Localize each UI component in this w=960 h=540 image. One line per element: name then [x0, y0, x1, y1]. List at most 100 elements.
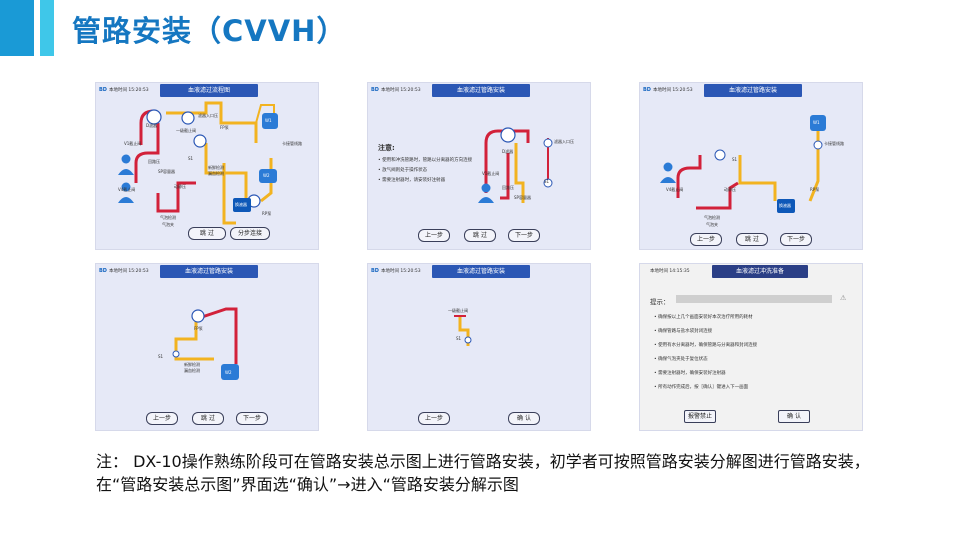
label-v4-valve: V4截止阀 — [118, 187, 136, 192]
prompt-bar — [676, 295, 832, 303]
panel-title: 血液滤过管路安装 — [704, 84, 802, 97]
label-filter-inlet: 滤器入口压 — [198, 113, 218, 118]
label-return-pressure: 回路压 — [502, 185, 514, 190]
app-logo: BD — [371, 268, 379, 274]
checklist-item: • 确保气泡夹处于复位状态 — [654, 357, 708, 362]
tubing-diagram — [454, 315, 472, 346]
skip-button[interactable]: 跳 过 — [192, 412, 224, 425]
label-fp-pump: FP泵 — [194, 326, 203, 331]
title-accent-bar-light — [40, 0, 54, 56]
screenshot-install-confirm: BD 本地时间 15:20:53 血液滤过管路安装 一级截止阀 S1 上一步 确… — [367, 263, 591, 431]
screenshot-flowchart: BD 本地时间 15:20:53 血液滤过流程图 D滤器 V1截止阀 回路压 一… — [95, 82, 319, 250]
label-s1: S1 — [188, 156, 194, 161]
label-filter-inlet: 滤器入口压 — [554, 139, 574, 144]
label-exchanger: 换液器 — [235, 202, 247, 207]
label-card-line: 卡接管线路 — [824, 141, 844, 146]
label-bubble-detect: 气泡检测 — [704, 215, 720, 220]
label-primary-valve: 一级截止阀 — [176, 128, 196, 133]
label-bubble-clamp: 气泡夹 — [162, 222, 174, 227]
local-time: 本地时间 14:15:35 — [650, 269, 690, 274]
note-item: • 使用和冲洗管路时，管路以分离器的方向连接 — [378, 158, 473, 163]
skip-button[interactable]: 跳 过 — [464, 229, 496, 242]
confirm-button[interactable]: 确 认 — [508, 412, 540, 425]
app-logo: BD — [371, 87, 379, 93]
label-dialyzer: D滤器 — [502, 149, 514, 154]
label-v1-valve: V1截止阀 — [124, 141, 142, 146]
panel-header: BD 本地时间 15:20:53 血液滤过流程图 — [96, 83, 318, 99]
prev-step-button[interactable]: 上一步 — [146, 412, 178, 425]
tubing-diagram — [478, 127, 553, 203]
app-logo: BD — [99, 87, 107, 93]
label-card-line: 卡接管线路 — [282, 141, 302, 146]
label-s1: S1 — [544, 179, 550, 184]
prev-step-button[interactable]: 上一步 — [690, 233, 722, 246]
confirm-button[interactable]: 确 认 — [778, 410, 810, 423]
label-w1: W1 — [265, 118, 272, 123]
app-logo: BD — [643, 87, 651, 93]
next-step-button[interactable]: 下一步 — [236, 412, 268, 425]
tubing-diagram — [172, 307, 239, 380]
next-step-button[interactable]: 下一步 — [780, 233, 812, 246]
label-primary-valve: 一级截止阀 — [448, 308, 468, 313]
prev-step-button[interactable]: 上一步 — [418, 412, 450, 425]
label-fresh-detect: 新鲜检测 — [184, 362, 200, 367]
label-sp-container: SP容量器 — [514, 195, 531, 200]
panel-title: 血液滤过管路安装 — [432, 84, 530, 97]
screenshot-rinse-prep: 本地时间 14:15:35 血液滤过冲洗准备 提示： ⚠ • 确保按以上几个画面… — [639, 263, 863, 431]
label-rp-pump: RP泵 — [262, 211, 272, 216]
panel-title: 血液滤过管路安装 — [432, 265, 530, 278]
next-step-button[interactable]: 下一步 — [508, 229, 540, 242]
checklist-item: • 确保按以上几个画面安装好本次治疗所用的耗材 — [654, 315, 753, 320]
label-blood-leak: 漏血检测 — [208, 171, 224, 176]
label-bubble-detect: 气泡检测 — [160, 215, 176, 220]
footer-note: 注： DX-10操作熟练阶段可在管路安装总示图上进行管路安装，初学者可按照管路安… — [96, 452, 870, 494]
slide-title: 管路安装（CVVH） — [72, 14, 347, 48]
note-item: • 需要注射器时，请安装好注射器 — [378, 178, 446, 183]
label-rp-pump: RP泵 — [810, 187, 820, 192]
label-dynamic-pressure: 动静压 — [174, 184, 186, 189]
panel-title: 血液滤过管路安装 — [160, 265, 258, 278]
local-time: 本地时间 15:20:53 — [653, 88, 693, 93]
alarm-mute-button[interactable]: 报警禁止 — [684, 410, 716, 423]
tubing-diagram — [660, 115, 826, 213]
label-w2: W2 — [263, 173, 270, 178]
warning-icon: ⚠ — [840, 294, 847, 302]
label-exchanger: 换液器 — [779, 203, 791, 208]
panel-title: 血液滤过流程图 — [160, 84, 258, 97]
checklist-item: • 确保管路与盐水袋封闭连接 — [654, 329, 713, 334]
note-item: • 放气阀则处于操作状态 — [378, 168, 428, 173]
label-fp-pump: FP泵 — [220, 125, 229, 130]
label-sp-container: SP容量器 — [158, 169, 175, 174]
screenshot-install-notes: BD 本地时间 15:20:53 血液滤过管路安装 注意: • 使用和冲洗管路时… — [367, 82, 591, 250]
skip-button[interactable]: 跳 过 — [188, 227, 226, 240]
panel-header: BD 本地时间 15:20:53 血液滤过管路安装 — [368, 83, 590, 99]
local-time: 本地时间 15:20:53 — [109, 269, 149, 274]
local-time: 本地时间 15:20:53 — [381, 269, 421, 274]
skip-button[interactable]: 跳 过 — [736, 233, 768, 246]
panel-header: BD 本地时间 15:20:53 血液滤过管路安装 — [96, 264, 318, 280]
local-time: 本地时间 15:20:53 — [109, 88, 149, 93]
label-fresh-detect: 新鲜检测 — [208, 165, 224, 170]
label-blood-leak: 漏血检测 — [184, 368, 200, 373]
title-accent-bar — [0, 0, 34, 56]
label-return-pressure: 回路压 — [148, 159, 160, 164]
label-dynamic-pressure: 动静压 — [724, 187, 736, 192]
checklist-item: • 需要注射器时，确保安装好注射器 — [654, 371, 726, 376]
prev-step-button[interactable]: 上一步 — [418, 229, 450, 242]
panel-title: 血液滤过冲洗准备 — [712, 265, 808, 278]
label-s1: S1 — [732, 157, 738, 162]
tubing-diagram — [118, 101, 278, 225]
label-s1: S1 — [158, 354, 164, 359]
step-connect-button[interactable]: 分步连接 — [230, 227, 270, 240]
app-logo: BD — [99, 268, 107, 274]
label-dialyzer: D滤器 — [146, 123, 158, 128]
screenshot-install-step: BD 本地时间 15:20:53 血液滤过管路安装 W1 卡接管线路 S1 V4… — [639, 82, 863, 250]
label-w2: W2 — [225, 370, 232, 375]
label-bubble-clamp: 气泡夹 — [706, 222, 718, 227]
checklist-item: • 所有动作完成后，按［确认］键进入下一画面 — [654, 385, 749, 390]
panel-header: 本地时间 14:15:35 血液滤过冲洗准备 — [640, 264, 862, 280]
notes-title: 注意: — [378, 144, 395, 152]
label-v4-valve: V4截止阀 — [666, 187, 684, 192]
panel-header: BD 本地时间 15:20:53 血液滤过管路安装 — [640, 83, 862, 99]
checklist-item: • 使用有水分离器时，确保管路与分离器和封闭连接 — [654, 343, 758, 348]
